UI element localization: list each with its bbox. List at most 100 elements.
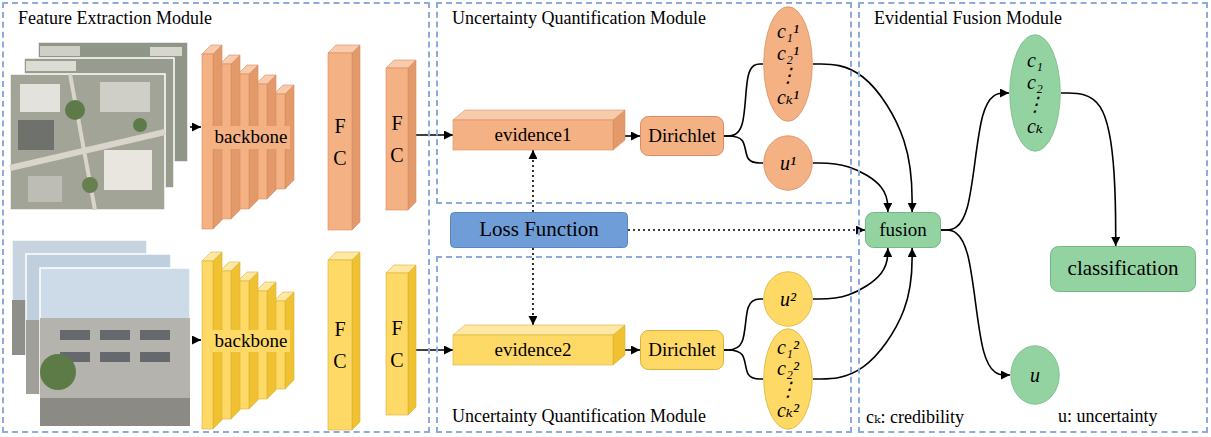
- ellipse-fill: [764, 329, 813, 430]
- connector: [1061, 93, 1116, 246]
- layer-top: [386, 60, 416, 68]
- window: [100, 352, 130, 362]
- output-ellipse: u²: [763, 271, 813, 327]
- math-symbol: c₂: [1027, 71, 1043, 93]
- layer-side: [408, 265, 416, 415]
- connector: [941, 93, 1009, 230]
- roof: [20, 84, 60, 112]
- text-holder: F C: [386, 68, 408, 210]
- aerial-images: [10, 42, 188, 210]
- module-panel: Uncertainty Quantification Moduleevidenc…: [436, 2, 852, 204]
- text-holder: c₁¹c₂¹⋮cₖ¹: [763, 6, 813, 122]
- text-holder: c₁c₂⋮cₖ: [1009, 34, 1061, 152]
- evidence-layer: evidence2: [453, 325, 625, 365]
- process-box: fusion: [865, 212, 941, 248]
- fc-layer: F C: [386, 265, 416, 415]
- fc-layer: F C: [328, 252, 360, 430]
- math-symbol: c₂¹: [777, 42, 799, 64]
- output-ellipse: c₁¹c₂¹⋮cₖ¹: [763, 6, 813, 122]
- layer-front: [453, 120, 613, 150]
- fc-layer: F C: [328, 45, 360, 230]
- node-label: classification: [1068, 256, 1179, 281]
- layer-top: [328, 252, 360, 260]
- node-label: Dirichlet: [648, 125, 716, 148]
- fc-layer-outline: [328, 45, 360, 230]
- math-symbol: c₁²: [777, 337, 799, 358]
- math-symbol: u¹: [780, 151, 796, 175]
- output-ellipse: c₁c₂⋮cₖ: [1009, 34, 1061, 152]
- process-box: Loss Function: [450, 212, 628, 248]
- fc-layer-outline: [328, 252, 360, 430]
- text-holder: Loss Function: [450, 212, 628, 248]
- layer-side: [352, 45, 360, 230]
- module-panel: Feature Extraction Module backbone F C F C b…: [2, 2, 430, 433]
- layer-front: [386, 273, 408, 415]
- text-holder: Dirichlet: [640, 116, 724, 156]
- layer-top: [453, 325, 625, 335]
- tree: [133, 118, 147, 132]
- math-symbol: c₁: [1027, 49, 1043, 71]
- input-arrow: [190, 126, 201, 128]
- building: [40, 318, 190, 398]
- evidence-layer: evidence1: [453, 110, 625, 150]
- connector: [724, 350, 763, 379]
- block-top: [202, 45, 222, 54]
- layer-top: [453, 110, 625, 120]
- node-label: fusion: [879, 219, 927, 242]
- tree: [82, 177, 98, 193]
- node-label: evidence2: [494, 339, 571, 362]
- box-fill: [641, 331, 724, 370]
- node-label: backbone: [212, 126, 291, 149]
- ellipse-fill: [764, 136, 813, 191]
- text-holder: F C: [386, 273, 408, 415]
- node-label: F C: [387, 312, 407, 376]
- process-box: classification: [1050, 246, 1196, 292]
- math-symbol: cₖ: [1027, 115, 1043, 137]
- node-label: F C: [330, 110, 350, 174]
- node-label: evidence1: [494, 124, 571, 147]
- street-photo: [40, 268, 190, 426]
- text-holder: c₁²c₂²⋮cₖ²: [763, 328, 813, 430]
- connector: [813, 248, 912, 379]
- node-label: backbone: [212, 330, 291, 353]
- roof: [26, 61, 76, 71]
- process-box: Dirichlet: [640, 116, 724, 156]
- box-fill: [451, 213, 628, 248]
- ellipse-fill: [1010, 35, 1061, 152]
- connector: [813, 64, 912, 212]
- node-label: F C: [387, 107, 407, 171]
- input-arrow: [192, 339, 201, 341]
- text-holder: fusion: [865, 212, 941, 248]
- layer-front: [386, 68, 408, 210]
- node-label: Loss Function: [479, 217, 599, 242]
- connector: [416, 134, 453, 136]
- block-top: [274, 85, 294, 94]
- tree: [65, 100, 85, 120]
- block-top: [220, 55, 240, 64]
- block-top: [238, 272, 258, 281]
- node-label: F C: [330, 313, 350, 377]
- tree: [40, 354, 76, 390]
- math-symbol: ⋮: [778, 379, 798, 400]
- math-symbol: u: [1030, 363, 1040, 387]
- math-symbol: cₖ²: [777, 400, 799, 421]
- math-symbol: cₖ¹: [777, 86, 799, 108]
- fc-layer-outline: [386, 60, 416, 210]
- roof: [40, 46, 80, 56]
- connector: [941, 230, 1010, 375]
- roof: [18, 120, 54, 150]
- backbone-block: backbone: [202, 45, 300, 230]
- math-symbol: c₂²: [777, 358, 799, 379]
- connector: [625, 135, 640, 137]
- ellipse-fill: [764, 7, 813, 122]
- block-top: [274, 292, 294, 301]
- output-ellipse: c₁²c₂²⋮cₖ²: [763, 328, 813, 430]
- block-top: [256, 282, 276, 291]
- math-symbol: ⋮: [778, 64, 798, 86]
- layer-top: [386, 265, 416, 273]
- fc-layer: F C: [386, 60, 416, 210]
- connector: [628, 229, 865, 231]
- module-title: Feature Extraction Module: [18, 8, 212, 29]
- roof: [150, 47, 182, 56]
- layer-front: [328, 53, 352, 230]
